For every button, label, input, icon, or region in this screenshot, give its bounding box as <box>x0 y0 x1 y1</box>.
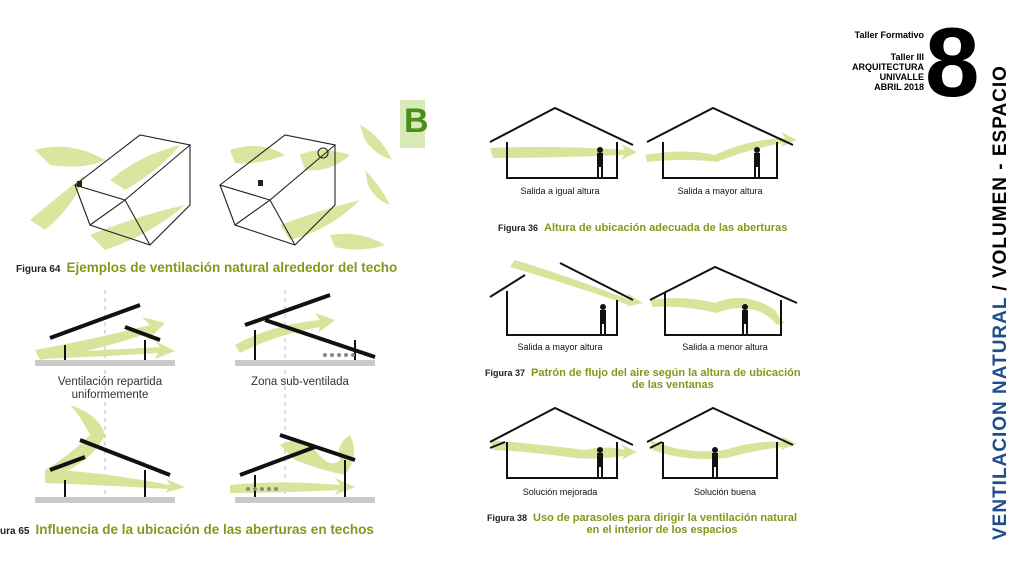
figure-38-text-line2: en el interior de los espacios <box>586 524 738 536</box>
figure-38-text-line1: Uso de parasoles para dirigir la ventila… <box>533 512 798 524</box>
figure-38-caption: Figura 38 Uso de parasoles para dirigir l… <box>487 512 797 536</box>
header-line-arquitectura: ARQUITECTURA <box>852 62 924 72</box>
header-line-date: ABRIL 2018 <box>874 82 924 92</box>
figure-37-number: Figura 37 <box>485 368 526 378</box>
figure-64-caption: Figura 64 Ejemplos de ventilación natural… <box>16 260 397 275</box>
roof-ventilation-illustration <box>30 125 392 250</box>
side-title-sub: / VOLUMEN - ESPACIO <box>990 65 1011 297</box>
figure-64-text: Ejemplos de ventilación natural alrededo… <box>66 260 398 275</box>
caption-salida-mayor-2: Salida a mayor altura <box>517 342 603 352</box>
sunshade-houses <box>489 406 797 479</box>
side-title-main: VENTILACION NATURAL <box>990 296 1011 540</box>
uniform-ventilation-caption: Ventilación repartida uniformemente <box>40 376 180 402</box>
caption-salida-menor: Salida a menor altura <box>682 342 768 352</box>
figure-36-caption: Figura 36 Altura de ubicación adecuada de… <box>498 222 787 234</box>
figure-65-text: Influencia de la ubicación de las abertu… <box>35 522 374 537</box>
figure-64-number: Figura 64 <box>16 264 61 275</box>
caption-solucion-mejorada: Solución mejorada <box>522 487 598 497</box>
course-header: Taller Formativo Taller III ARQUITECTURA… <box>852 30 924 92</box>
figure-65-number: ura 65 <box>0 526 30 537</box>
figure-65-caption: ura 65 Influencia de la ubicación de las … <box>0 522 374 537</box>
figure-38-number: Figura 38 <box>487 513 528 523</box>
figure-37-text-line2: de las ventanas <box>631 379 714 391</box>
header-line-taller-formativo: Taller Formativo <box>854 30 924 40</box>
header-line-univalle: UNIVALLE <box>879 72 924 82</box>
figure-36-text: Altura de ubicación adecuada de las aber… <box>544 222 788 234</box>
side-title: VENTILACION NATURAL / VOLUMEN - ESPACIO <box>990 65 1012 540</box>
section-badge: B <box>400 100 429 148</box>
caption-salida-mayor-1: Salida a mayor altura <box>677 186 763 196</box>
figure-37-caption: Figura 37 Patrón de flujo del aire según … <box>485 367 801 391</box>
figure-36-number: Figura 36 <box>498 223 539 233</box>
header-line-taller: Taller III <box>890 52 924 62</box>
uniform-ventilation-line1: Ventilación repartida <box>57 376 163 388</box>
underventilated-zone-caption: Zona sub-ventilada <box>251 376 349 388</box>
caption-salida-igual: Salida a igual altura <box>520 186 600 196</box>
caption-solucion-buena: Solución buena <box>693 487 757 497</box>
slide-number: 8 <box>925 7 980 117</box>
opening-height-houses <box>489 106 797 179</box>
airflow-pattern-houses <box>489 260 798 336</box>
figure-37-text-line1: Patrón de flujo del aire según la altura… <box>531 367 801 379</box>
uniform-ventilation-line2: uniformemente <box>71 389 149 401</box>
roof-openings-diagram <box>35 290 376 503</box>
